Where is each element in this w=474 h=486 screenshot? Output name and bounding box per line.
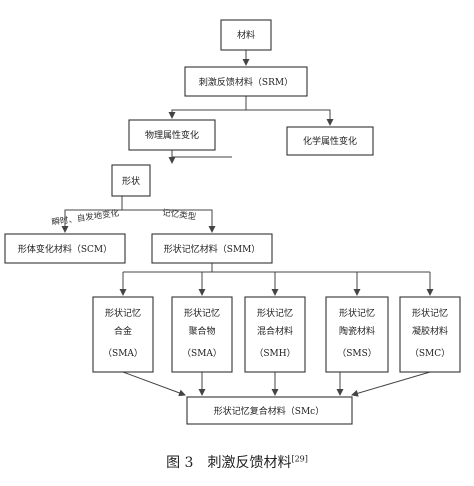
node-sma-alloy-line2: 合金 — [114, 325, 132, 337]
edge-smc-composite — [351, 371, 431, 397]
edge-smm-bus — [123, 263, 430, 273]
node-scm: 形体变化材料（SCM） — [4, 233, 126, 264]
edge-shape-scm — [61, 196, 123, 233]
node-smc-composite: 形状记忆复合材料（SMc） — [186, 396, 353, 425]
node-smh-line1: 形状记忆 — [257, 307, 293, 319]
node-sma-alloy-line3: （SMA） — [103, 348, 143, 359]
figure-caption-text: 图 3 刺激反馈材料 — [166, 455, 292, 471]
node-scm-label: 形体变化材料（SCM） — [18, 243, 112, 255]
node-smm-label: 形状记忆材料（SMM） — [164, 243, 261, 255]
node-srm: 刺激反馈材料（SRM） — [184, 66, 308, 97]
node-sms: 形状记忆 陶瓷材料 （SMS） — [325, 296, 389, 373]
node-sma-polymer-line1: 形状记忆 — [184, 307, 220, 319]
node-sma-alloy-line1: 形状记忆 — [105, 307, 141, 319]
edges — [61, 50, 434, 397]
figure-caption-ref: [29] — [291, 454, 308, 464]
node-sms-line1: 形状记忆 — [339, 307, 375, 319]
node-smc: 形状记忆 凝胶材料 （SMC） — [399, 296, 461, 373]
node-smh: 形状记忆 混合材料 （SMH） — [244, 296, 306, 373]
node-srm-label: 刺激反馈材料（SRM） — [199, 76, 293, 88]
edge-label-instant: 瞬时、自发地变化 — [51, 208, 120, 228]
edge-label-memory-type: 记忆类型 — [162, 207, 198, 223]
figure-caption: 图 3 刺激反馈材料[29] — [0, 452, 474, 472]
node-smh-line3: （SMH） — [254, 348, 295, 359]
node-smc-composite-label: 形状记忆复合材料（SMc） — [214, 405, 324, 417]
node-chemical-label: 化学属性变化 — [303, 135, 357, 147]
node-shape: 形状 — [111, 164, 151, 197]
edge-alloy-composite — [122, 371, 186, 397]
node-smc-line1: 形状记忆 — [412, 307, 448, 319]
node-material: 材料 — [220, 19, 272, 51]
node-sma-polymer: 形状记忆 聚合物 （SMA） — [171, 296, 233, 373]
node-shape-label: 形状 — [122, 175, 140, 187]
node-chemical: 化学属性变化 — [286, 126, 374, 156]
node-material-label: 材料 — [237, 29, 255, 41]
node-physical: 物理属性变化 — [128, 119, 216, 151]
node-smh-line2: 混合材料 — [257, 325, 293, 337]
node-sma-polymer-line3: （SMA） — [182, 348, 222, 359]
node-sma-alloy: 形状记忆 合金 （SMA） — [92, 296, 154, 373]
node-physical-label: 物理属性变化 — [145, 129, 199, 141]
edge-srm-physical — [168, 96, 247, 119]
node-sms-line3: （SMS） — [337, 348, 377, 359]
node-sms-line2: 陶瓷材料 — [339, 325, 375, 337]
node-smc-line2: 凝胶材料 — [412, 325, 448, 337]
edge-srm-chemical — [246, 109, 334, 126]
edge-shape-smm — [122, 209, 216, 233]
node-smc-line3: （SMC） — [410, 348, 450, 359]
node-smm: 形状记忆材料（SMM） — [151, 233, 273, 264]
node-sma-polymer-line2: 聚合物 — [188, 325, 215, 337]
